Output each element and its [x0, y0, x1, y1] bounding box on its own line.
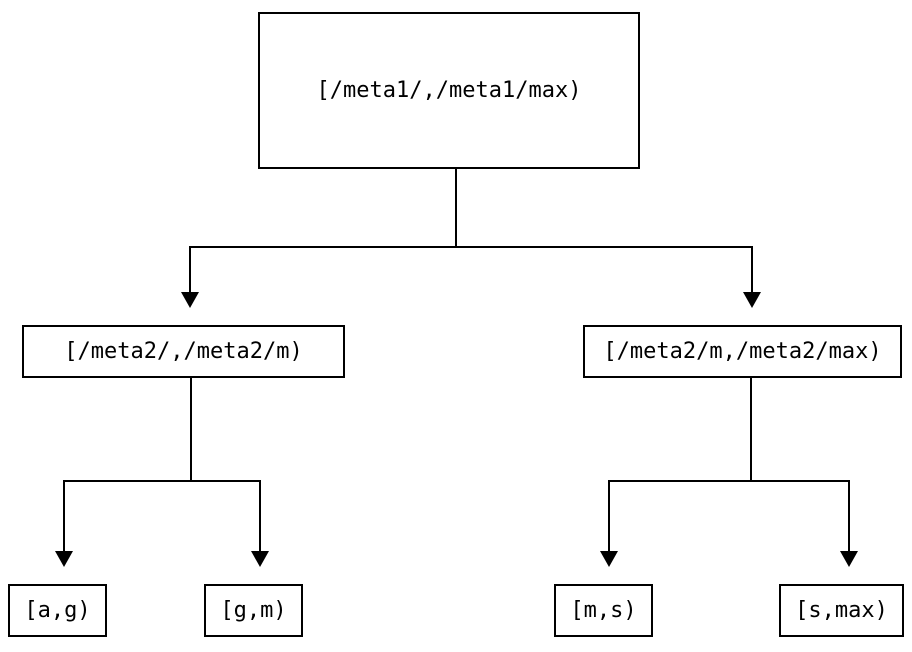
arrow-down-icon: [743, 292, 761, 308]
connector-drop-leaf-ms: [608, 480, 610, 551]
connector-drop-leaf-smax: [848, 480, 850, 551]
arrow-down-icon: [55, 551, 73, 567]
tree-node-meta2-high: [/meta2/m,/meta2/max): [583, 325, 902, 378]
connector-root-crossbar: [189, 246, 753, 248]
tree-node-leaf-smax: [s,max): [779, 584, 904, 637]
tree-node-leaf-gm-label: [g,m): [220, 597, 287, 623]
connector-drop-meta2-low: [189, 246, 191, 292]
tree-node-meta2-low-label: [/meta2/,/meta2/m): [64, 338, 303, 364]
tree-node-leaf-ag: [a,g): [8, 584, 107, 637]
connector-drop-meta2-high: [751, 246, 753, 292]
connector-drop-leaf-ag: [63, 480, 65, 551]
arrow-down-icon: [181, 292, 199, 308]
tree-node-leaf-gm: [g,m): [204, 584, 303, 637]
arrow-down-icon: [600, 551, 618, 567]
tree-node-leaf-smax-label: [s,max): [795, 597, 888, 623]
connector-meta2-low-stem: [190, 378, 192, 482]
tree-node-meta2-low: [/meta2/,/meta2/m): [22, 325, 345, 378]
connector-root-stem: [455, 169, 457, 248]
arrow-down-icon: [251, 551, 269, 567]
connector-meta2-high-crossbar: [608, 480, 850, 482]
tree-node-leaf-ag-label: [a,g): [24, 597, 91, 623]
tree-node-leaf-ms: [m,s): [554, 584, 653, 637]
connector-meta2-low-crossbar: [63, 480, 261, 482]
tree-node-root-label: [/meta1/,/meta1/max): [316, 77, 582, 103]
tree-node-leaf-ms-label: [m,s): [570, 597, 637, 623]
arrow-down-icon: [840, 551, 858, 567]
tree-node-root: [/meta1/,/meta1/max): [258, 12, 640, 169]
connector-drop-leaf-gm: [259, 480, 261, 551]
tree-node-meta2-high-label: [/meta2/m,/meta2/max): [603, 338, 882, 364]
connector-meta2-high-stem: [750, 378, 752, 482]
